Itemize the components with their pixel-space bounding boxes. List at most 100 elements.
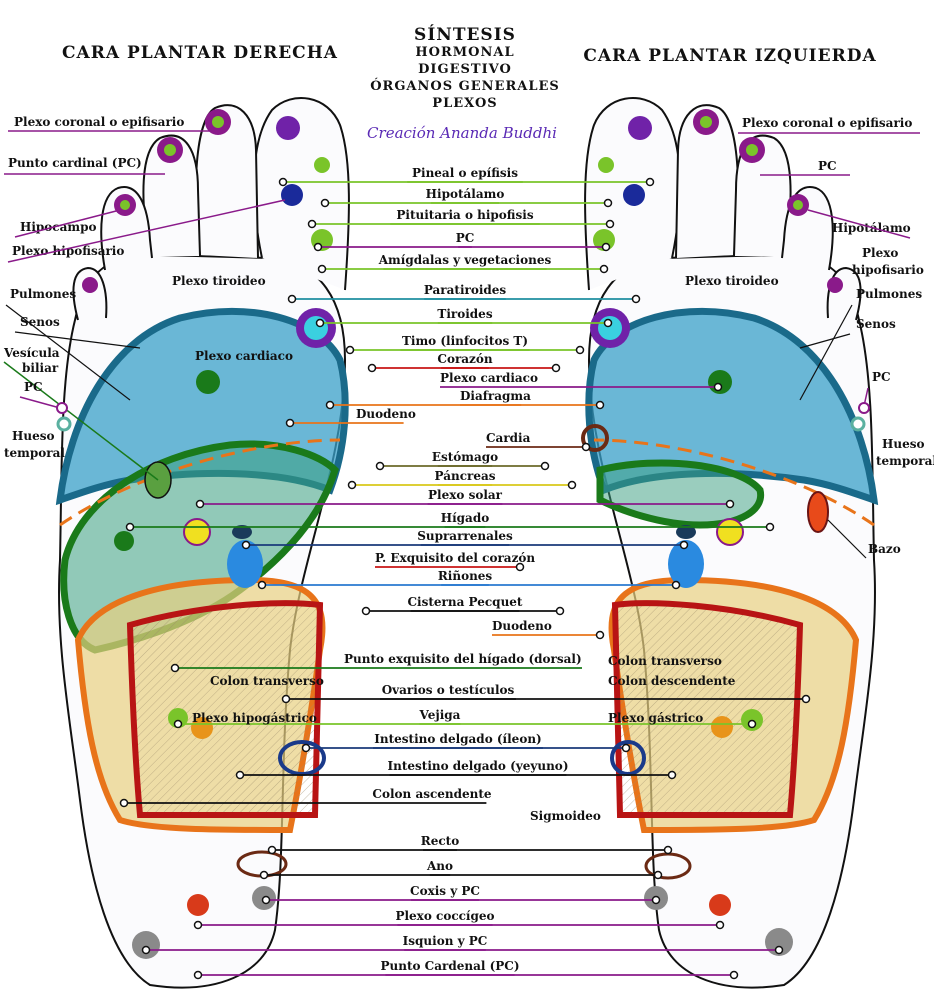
center-label-yeyuno: Intestino delgado (yeyuno) — [388, 759, 569, 773]
leader-dot-amigdalas-left — [317, 264, 327, 274]
label-hueso: Hueso — [12, 429, 54, 443]
subtitle-plexos: PLEXOS — [432, 96, 497, 111]
label-plexo-coronal-left: Plexo coronal o epifisario — [14, 115, 184, 129]
leader-dot-coxis-right — [651, 895, 661, 905]
leader-dot-higado-left — [125, 522, 135, 532]
spleen — [807, 491, 829, 533]
right-side-labels: Plexo coronal o epifisario PC Hipotálamo… — [685, 116, 934, 559]
subtitle-digestivo: DIGESTIVO — [418, 62, 512, 77]
leader-dot-ovarios-right — [801, 694, 811, 704]
center-label-ileon: Intestino delgado (íleon) — [374, 732, 541, 746]
leader-dot-timo-right — [575, 345, 585, 355]
left-ischium — [765, 928, 793, 956]
center-label-punto-higado: Punto exquisito del hígado (dorsal) — [344, 652, 582, 666]
center-label-lines — [119, 177, 811, 980]
center-label-paratiroides: Paratiroides — [424, 283, 507, 297]
leader-dot-coxis-left — [261, 895, 271, 905]
leader-dot-plexo-cardiaco-r-right — [713, 382, 723, 392]
label-plexo-right: Plexo — [862, 246, 898, 260]
leader-dot-duodeno-l-left — [285, 418, 295, 428]
center-label-timo: Timo (linfocitos T) — [402, 334, 528, 348]
right-heart-plexus — [196, 370, 220, 394]
center-label-amigdalas: Amígdalas y vegetaciones — [378, 253, 552, 267]
leader-dot-pineal-left — [278, 177, 288, 187]
center-label-pituitaria: Pituitaria o hipofisis — [396, 208, 533, 222]
leader-dot-higado-right — [765, 522, 775, 532]
leader-dot-paratiroides-right — [631, 294, 641, 304]
center-label-hipotalamo: Hipotálamo — [426, 187, 505, 201]
leader-dot-estomago-left — [375, 461, 385, 471]
left-solar-plexus — [716, 518, 744, 546]
leader-dot-diafragma-right — [595, 400, 605, 410]
left-colon-red-frame — [611, 600, 804, 818]
right-toe-4 — [100, 186, 153, 271]
label-pulmones-left: Pulmones — [10, 287, 76, 301]
right-kidney — [227, 540, 263, 588]
center-label-cardia: Cardia — [486, 431, 531, 445]
leader-dot-vejiga-left — [173, 719, 183, 729]
center-label-tiroides: Tiroides — [437, 307, 492, 321]
leader-dot-hipotalamo-left — [320, 198, 330, 208]
leader-dot-ovarios-left — [281, 694, 291, 704]
left-gastric-plexus — [711, 716, 733, 738]
leader-dot-amigdalas-right — [599, 264, 609, 274]
right-colon-red-frame — [126, 600, 324, 818]
left-side-labels: Plexo coronal o epifisario Punto cardina… — [3, 115, 293, 481]
center-label-ovarios: Ovarios o testículos — [382, 683, 515, 697]
left-small-toe-gland — [827, 277, 843, 293]
center-label-plexo-coccigeo: Plexo coccígeo — [395, 909, 494, 923]
center-label-estomago: Estómago — [432, 450, 498, 464]
leader-dot-pancreas-right — [567, 480, 577, 490]
leader-dot-cardia-right — [581, 442, 591, 452]
label-hipofisario-right: hipofisario — [852, 263, 924, 277]
leader-dot-punto-higado-left — [170, 663, 180, 673]
right-ileon — [278, 740, 326, 776]
leader-dot-suprarrenales-right — [679, 540, 689, 550]
leader-dot-pineal-right — [645, 177, 655, 187]
leader-dot-recto-left — [267, 845, 277, 855]
right-ischium — [132, 931, 160, 959]
right-toe-5 — [72, 266, 108, 321]
label-senos-left: Senos — [20, 315, 60, 329]
synthesis-title: SÍNTESIS — [414, 24, 516, 45]
subtitle-organos: ÓRGANOS GENERALES — [370, 77, 560, 94]
center-label-pancreas: Páncreas — [435, 469, 496, 483]
leader-dot-timo-left — [345, 345, 355, 355]
leader-dot-diafragma-left — [325, 400, 335, 410]
label-bazo: Bazo — [868, 542, 901, 556]
center-label-corazon: Corazón — [437, 352, 492, 366]
right-pituitary — [281, 184, 303, 206]
right-foot-title: CARA PLANTAR IZQUIERDA — [583, 46, 876, 66]
leader-dot-ano-left — [259, 870, 269, 880]
leader-dot-vejiga-right — [747, 719, 757, 729]
leader-dot-isquion-left — [141, 945, 151, 955]
center-label-colon-transverso-l: Colon transverso — [210, 674, 324, 688]
leader-dot-punto-cardenal-left — [193, 970, 203, 980]
leader-dot-plexo-solar-right — [725, 499, 735, 509]
center-label-duodeno-l: Duodeno — [356, 407, 416, 421]
leader-dot-hipotalamo-right — [603, 198, 613, 208]
leader-dot-pituitaria-left — [307, 219, 317, 229]
left-ileon — [610, 740, 646, 776]
left-hypothalamus — [598, 157, 614, 173]
leader-dot-rinones-right — [671, 580, 681, 590]
center-label-diafragma: Diafragma — [460, 389, 531, 403]
label-pulmones-right: Pulmones — [856, 287, 922, 301]
leader-dot-tiroides-left — [315, 318, 325, 328]
label-hueso-right: Hueso — [882, 437, 924, 451]
leader-dot-tiroides-right — [603, 318, 613, 328]
liver-point — [114, 531, 134, 551]
right-bladder — [168, 708, 188, 728]
leader-dot-ileon-left — [301, 743, 311, 753]
leader-dot-corazon-right — [551, 363, 561, 373]
leader-dot-ileon-right — [621, 743, 631, 753]
center-label-colon-descendente: Colon descendente — [608, 674, 736, 688]
left-pineal-gland — [628, 116, 652, 140]
leader-dot-pc1-left — [313, 242, 323, 252]
center-label-isquion: Isquion y PC — [403, 934, 488, 948]
leader-dot-p-exquisito-corazon-right — [515, 562, 525, 572]
leader-dot-pancreas-left — [347, 480, 357, 490]
left-diaphragm-line — [593, 438, 875, 527]
center-label-plexo-hipogastrico: Plexo hipogástrico — [192, 711, 317, 725]
